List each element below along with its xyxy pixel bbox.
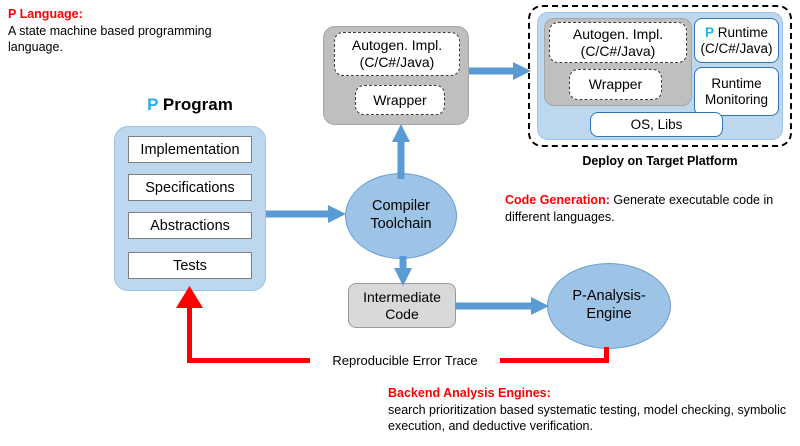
compiler-toolchain-line1: Compiler <box>371 198 430 215</box>
deploy-autogen-impl-box[interactable]: Autogen. Impl. (C/C#/Java) <box>549 22 687 63</box>
error-trace-label[interactable]: Reproducible Error Trace <box>310 348 500 372</box>
deploy-target-platform-outer <box>528 5 792 147</box>
error-trace-line-left <box>187 358 312 363</box>
p-program-title-letter: P <box>147 95 159 114</box>
p-program-item-abstractions[interactable]: Abstractions <box>128 212 252 239</box>
deploy-runtime-monitoring-box[interactable]: Runtime Monitoring <box>694 67 779 116</box>
autogen-wrapper-label: Wrapper <box>373 91 427 108</box>
arrow-program-to-compiler <box>266 205 346 223</box>
arrow-intermediate-to-analysis <box>455 297 549 315</box>
compiler-toolchain-line2: Toolchain <box>370 216 432 232</box>
p-program-item-specifications[interactable]: Specifications <box>128 174 252 201</box>
p-program-item-implementation[interactable]: Implementation <box>128 136 252 163</box>
p-program-item-label: Specifications <box>145 179 235 196</box>
deploy-p-runtime-letter: P <box>704 24 714 40</box>
note-p-language: P Language: A state machine based progra… <box>8 6 258 56</box>
error-trace-line-up <box>187 305 192 363</box>
error-trace-label-text: Reproducible Error Trace <box>332 352 478 368</box>
note-code-generation-body: Generate executable code in different la… <box>505 193 774 224</box>
deploy-wrapper-box[interactable]: Wrapper <box>569 69 662 100</box>
error-trace-line-down <box>604 347 609 363</box>
deploy-p-runtime-rest: Runtime <box>713 24 769 40</box>
note-backend-analysis-header: Backend Analysis Engines: <box>388 386 551 400</box>
autogen-impl-line2: (C/C#/Java) <box>359 54 435 70</box>
intermediate-code-line2: Code <box>385 305 419 322</box>
note-backend-analysis-body: search prioritization based systematic t… <box>388 402 787 434</box>
note-code-generation: Code Generation: Generate executable cod… <box>505 192 785 225</box>
autogen-impl-box[interactable]: Autogen. Impl. (C/C#/Java) <box>334 32 460 76</box>
deploy-wrapper-label: Wrapper <box>588 76 643 93</box>
error-trace-line-right <box>497 358 609 363</box>
deploy-p-runtime-line2: (C/C#/Java) <box>700 40 773 56</box>
autogen-wrapper-box[interactable]: Wrapper <box>355 85 445 115</box>
deploy-os-libs-label: OS, Libs <box>630 116 683 132</box>
p-program-title: P Program <box>115 95 265 115</box>
arrow-compiler-to-autogen <box>392 124 410 179</box>
autogen-impl-line1: Autogen. Impl. <box>351 37 443 54</box>
intermediate-code-line1: Intermediate <box>363 288 441 305</box>
p-program-title-rest: Program <box>158 95 233 114</box>
p-analysis-engine-node[interactable]: P-Analysis- Engine <box>547 263 671 349</box>
p-program-item-label: Implementation <box>140 141 240 158</box>
p-program-item-tests[interactable]: Tests <box>128 252 252 279</box>
p-analysis-engine-line2: Engine <box>586 306 632 322</box>
p-analysis-engine-line1: P-Analysis- <box>572 288 646 305</box>
arrow-compiler-to-intermediate <box>394 256 412 286</box>
note-p-language-header: P Language: <box>8 7 83 21</box>
note-p-language-body: A state machine based programming langua… <box>8 23 212 55</box>
intermediate-code-node[interactable]: Intermediate Code <box>348 283 456 328</box>
deploy-runtime-monitoring-line2: Monitoring <box>704 91 769 107</box>
compiler-toolchain-node[interactable]: Compiler Toolchain <box>345 173 457 259</box>
deploy-autogen-impl-line2: (C/C#/Java) <box>580 42 656 59</box>
deploy-autogen-impl-line1: Autogen. Impl. <box>572 25 664 42</box>
arrow-autogen-to-deploy <box>469 62 531 80</box>
note-code-generation-header: Code Generation: <box>505 193 610 207</box>
note-backend-analysis: Backend Analysis Engines: search priorit… <box>388 385 788 435</box>
deploy-p-runtime-box[interactable]: P Runtime (C/C#/Java) <box>694 18 779 63</box>
p-program-item-label: Tests <box>173 257 207 274</box>
deploy-runtime-monitoring-line1: Runtime <box>711 75 762 91</box>
error-trace-arrowhead <box>176 286 203 308</box>
p-program-item-label: Abstractions <box>150 217 230 234</box>
deploy-caption: Deploy on Target Platform <box>582 154 738 168</box>
deploy-p-runtime-line1: P Runtime <box>705 25 768 41</box>
deploy-os-libs-box[interactable]: OS, Libs <box>590 112 723 137</box>
